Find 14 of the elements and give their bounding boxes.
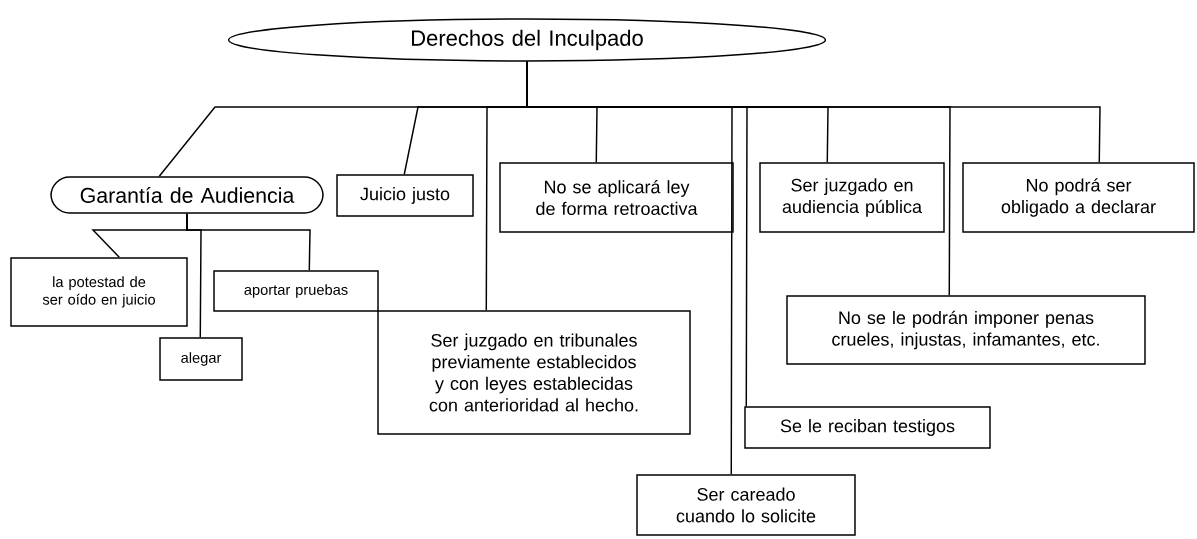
connector-line: [526, 61, 1101, 163]
process-box: No se le podrán imponer penas crueles, injustas, infamantes, etc.: [786, 295, 1146, 365]
process-box: Ser juzgado en tribunales previamente establecidos y con leyes establecidas con anterioridad al hecho.: [377, 310, 691, 435]
process-box: Juicio justo: [336, 174, 474, 217]
process-box: No se aplicará ley de forma retroactiva: [499, 162, 734, 233]
connector-line: [186, 213, 311, 271]
rounded-box: Garantía de Audiencia: [50, 176, 324, 214]
process-box: Ser juzgado en audiencia pública: [759, 162, 945, 233]
process-box: No podrá ser obligado a declarar: [962, 162, 1195, 233]
process-box: Se le reciban testigos: [744, 406, 991, 449]
process-box: Ser careado cuando lo solicite: [636, 474, 856, 536]
process-box: la potestad de ser oído en juicio: [10, 257, 188, 327]
process-box: aportar pruebas: [213, 270, 379, 312]
process-box: alegar: [159, 337, 243, 381]
